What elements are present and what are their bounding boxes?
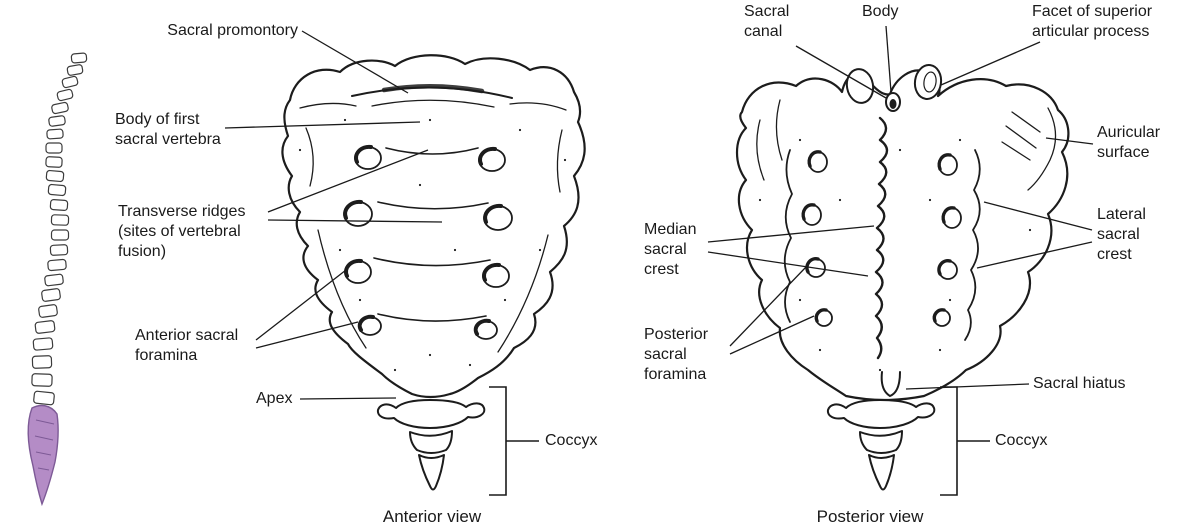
label-coccyx-anterior: Coccyx	[545, 432, 598, 449]
leader-transverse-ridges-1	[267, 149, 429, 213]
label-sacral-promontory: Sacral promontory	[167, 22, 298, 39]
posterior-sacrum-illustration	[735, 64, 1070, 491]
highlighted-sacrum-shape	[27, 404, 59, 507]
posterior-sacral-foramina-holes	[801, 150, 962, 327]
label-apex: Apex	[256, 390, 293, 407]
leader-sacral-hiatus	[905, 383, 1030, 390]
leader-body-of-first	[224, 121, 421, 129]
spine-lateral-illustration	[31, 52, 88, 406]
leader-lateral-crest-2	[976, 241, 1093, 269]
coccyx-bracket-posterior	[940, 386, 990, 496]
coccyx-bracket-anterior	[489, 386, 539, 496]
coccyx-brackets	[489, 386, 990, 496]
label-sacral-canal: Sacral canal	[744, 3, 790, 40]
leader-lines	[224, 25, 1094, 400]
anterior-sacral-foramina-holes	[343, 144, 513, 340]
superior-articular-processes	[845, 64, 943, 104]
label-transverse-ridges: Transverse ridges (sites of vertebral fu…	[118, 203, 246, 260]
label-posterior-sacral-foramina: Posterior sacral foramina	[644, 326, 709, 383]
label-anterior-sacral-foramina: Anterior sacral foramina	[135, 327, 239, 364]
coccyx-anterior-illustration	[376, 399, 486, 491]
label-coccyx-posterior: Coccyx	[995, 432, 1048, 449]
leader-sacral-promontory	[301, 30, 409, 94]
label-lateral-sacral-crest: Lateral sacral crest	[1097, 206, 1146, 263]
median-sacral-crest-detail	[874, 116, 889, 360]
posterior-sacrum-outline	[735, 69, 1070, 402]
leader-median-crest-2	[707, 251, 869, 277]
leader-auricular	[1045, 137, 1094, 145]
caption-anterior-view: Anterior view	[382, 507, 482, 526]
coccyx-posterior-illustration	[826, 399, 936, 491]
leader-anterior-foramina-1	[255, 269, 347, 341]
leader-posterior-foramina-2	[729, 315, 815, 355]
anterior-sacrum-illustration	[281, 54, 586, 491]
leader-median-crest-1	[707, 225, 875, 243]
spine-sacrum-highlight	[27, 404, 59, 507]
anterior-wing-texture	[299, 102, 567, 353]
leader-lateral-crest-1	[983, 201, 1093, 231]
label-body: Body	[862, 3, 899, 20]
auricular-surface-detail	[756, 99, 1057, 191]
leader-facet	[940, 41, 1041, 86]
sacral-promontory-detail	[351, 84, 513, 108]
leader-sacral-canal	[795, 45, 887, 99]
leader-transverse-ridges-2	[267, 219, 443, 223]
sacral-hiatus-detail	[880, 371, 901, 397]
leader-apex	[299, 397, 397, 400]
label-body-of-first-sacral-vertebra: Body of first sacral vertebra	[115, 111, 221, 148]
posterior-stipple	[758, 138, 1032, 372]
transverse-ridges-detail	[373, 147, 491, 322]
leader-posterior-foramina-1	[729, 266, 807, 347]
lateral-sacral-crest-detail	[783, 149, 981, 341]
caption-posterior-view: Posterior view	[816, 507, 924, 526]
anterior-stipple	[298, 118, 567, 372]
sacral-canal-opening	[885, 92, 901, 112]
leader-body	[885, 25, 892, 93]
label-sacral-hiatus: Sacral hiatus	[1033, 375, 1126, 392]
label-median-sacral-crest: Median sacral crest	[644, 221, 697, 278]
label-facet-of-superior-articular-process: Facet of superior articular process	[1032, 3, 1153, 40]
label-auricular-surface: Auricular surface	[1097, 124, 1161, 161]
leader-anterior-foramina-2	[255, 321, 359, 349]
anterior-sacrum-outline	[281, 54, 586, 399]
